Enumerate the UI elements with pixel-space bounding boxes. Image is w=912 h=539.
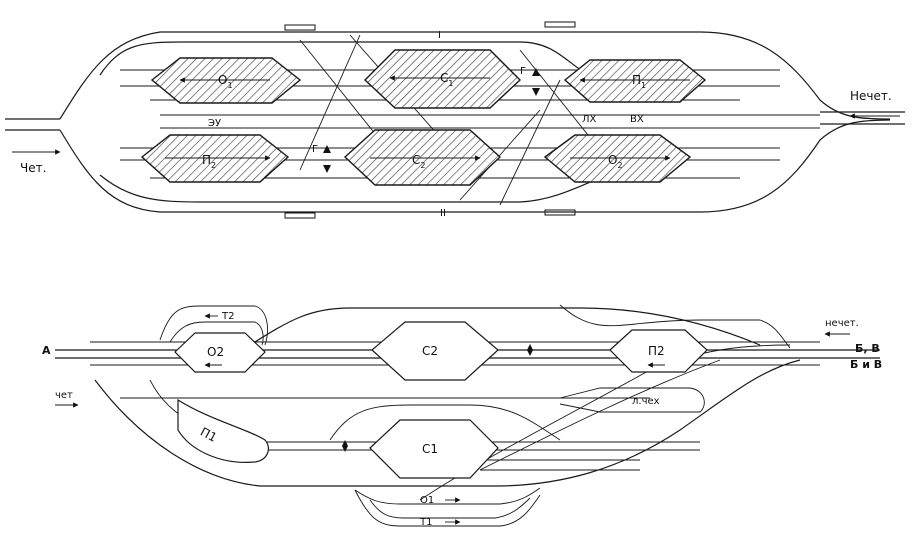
b-t1-label: Т1 (419, 517, 432, 528)
park-p1-label: П1 (632, 73, 646, 90)
diag-3 (499, 79, 561, 206)
b-loop-t2-inner (169, 321, 264, 346)
park-o1 (150, 57, 302, 104)
b-park-p1 (177, 398, 269, 463)
b-park-o2-label: О2 (207, 345, 224, 359)
track-2-label: II (440, 208, 446, 219)
platform-top-right (544, 21, 576, 28)
b-park-c1 (369, 419, 499, 479)
hump-upper-label: Г (520, 66, 526, 77)
park-p1 (563, 59, 707, 103)
b-park-p1-label: П1 (198, 425, 219, 445)
b-loop-t2 (159, 305, 268, 346)
diag-4 (519, 49, 601, 151)
even-direction-label: Чет. (20, 161, 46, 175)
b-signal-diamond-1 (527, 344, 533, 356)
hump-down-triangle-1 (532, 88, 540, 96)
b-loop-top-c2 (249, 307, 761, 346)
b-loop-t1-inner (369, 497, 531, 519)
b-loop-right-upper (559, 304, 791, 349)
b-park-o2 (174, 332, 266, 373)
diag-6 (299, 39, 381, 141)
hump-up-triangle-2 (323, 145, 331, 153)
inner-loop-1 (99, 41, 601, 81)
park-o2 (543, 134, 692, 183)
diag-5 (459, 109, 541, 201)
track-1-label: I (438, 30, 441, 41)
lh-label: ЛХ (582, 114, 597, 125)
b-lvekh-label: л.чех (632, 396, 660, 407)
b-diag-up-2 (479, 359, 721, 471)
platform-top-left (284, 24, 316, 31)
b-park-c1-label: С1 (422, 442, 438, 456)
park-s2 (343, 129, 502, 186)
park-p2-label: П2 (202, 153, 216, 170)
b-park-p2-label: П2 (648, 344, 665, 358)
b-odd-label: нечет. (825, 318, 859, 329)
park-o2-label: О2 (608, 153, 623, 170)
b-park-p2 (609, 329, 708, 373)
b-even-label: чет (55, 390, 73, 401)
platform-bottom-left (284, 212, 316, 219)
park-p2 (140, 134, 290, 183)
b-c1-top-loop (329, 404, 561, 441)
top-scheme: О1 С1 П1 П2 С2 О2 I II Г Г ЭУ ЛХ ВХ Чет.… (5, 21, 905, 219)
park-o1-label: О1 (218, 73, 233, 90)
park-s2-label: С2 (412, 153, 425, 170)
b-endpoint-bv: Б, В (855, 342, 880, 355)
bottom-scheme: О2 С2 П2 С1 П1 л.чех Т2 О1 Т1 А Б, В Б и… (42, 304, 882, 528)
outer-bottom-loop (59, 119, 891, 213)
b-loop-lvekh (559, 387, 705, 413)
b-endpoint-b-i-v: Б и В (850, 358, 882, 371)
b-o1-label: О1 (420, 495, 434, 506)
b-park-c2 (371, 321, 499, 381)
outer-top-loop (59, 31, 891, 120)
diag-1 (299, 34, 361, 171)
b-loop-o1 (354, 487, 541, 505)
platform-bottom-right (544, 209, 576, 216)
hump-lower-label: Г (312, 144, 318, 155)
b-signal-diamond-2 (342, 440, 348, 452)
odd-direction-label: Нечет. (850, 89, 892, 103)
park-s1 (363, 49, 522, 109)
b-t2-label: Т2 (221, 311, 234, 322)
hump-up-triangle-1 (532, 68, 540, 76)
b-loop-t1 (354, 489, 541, 527)
b-park-c2-label: С2 (422, 344, 438, 358)
b-endpoint-a: А (42, 344, 51, 357)
eu-label: ЭУ (208, 118, 221, 129)
vh-label: ВХ (630, 114, 644, 125)
park-s1-label: С1 (440, 71, 453, 88)
b-long-lower-loop (94, 359, 801, 487)
hump-down-triangle-2 (323, 165, 331, 173)
